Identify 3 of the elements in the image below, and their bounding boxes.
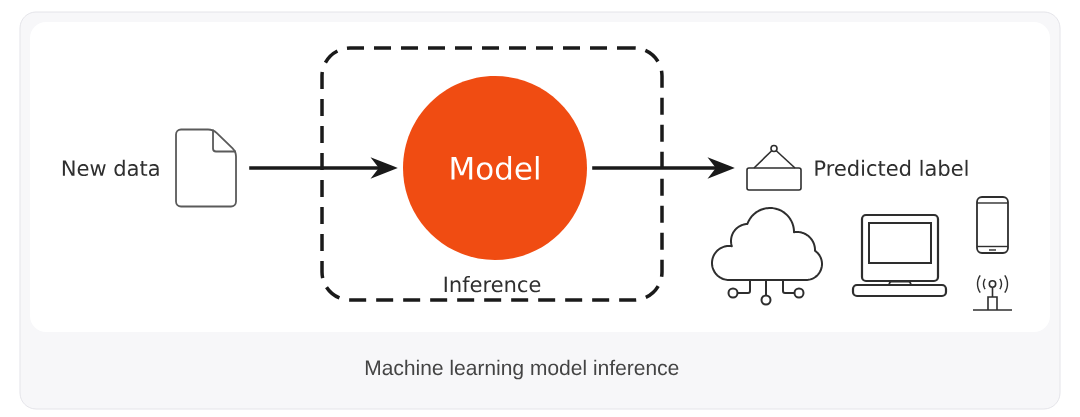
icon-label: Predicted label [815, 159, 968, 177]
icon-label: New data [62, 159, 159, 177]
caption: Machine learning model inference [365, 359, 679, 380]
